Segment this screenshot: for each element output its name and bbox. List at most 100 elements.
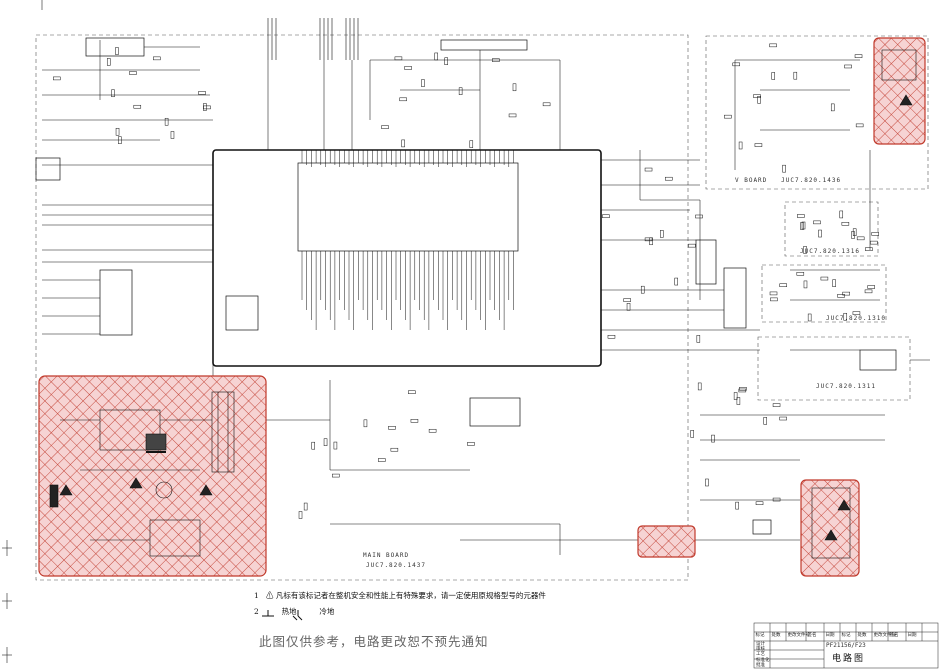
passive-component — [421, 79, 425, 87]
passive-component — [757, 96, 761, 104]
v-board-code: JUC7.820.1436 — [781, 177, 842, 184]
passive-component — [388, 426, 396, 430]
passive-component — [129, 71, 137, 75]
title-block-header-cell: 更改文件号 — [787, 633, 811, 638]
passive-component — [644, 237, 653, 242]
passive-component — [298, 511, 303, 519]
passive-component — [738, 388, 747, 393]
passive-component — [378, 458, 386, 462]
passive-component — [807, 313, 812, 322]
passive-component — [705, 478, 709, 487]
passive-component — [623, 298, 631, 302]
title-block-row-label: 标准化 — [756, 657, 770, 663]
passive-component — [111, 89, 115, 98]
disclaimer-text: 此图仅供参考，电路更改恕不预先通知 — [259, 634, 489, 649]
passive-component — [867, 285, 875, 289]
passive-component — [736, 397, 741, 405]
passive-component — [820, 276, 829, 281]
passive-components — [53, 43, 879, 519]
passive-component — [640, 285, 645, 294]
passive-component — [797, 214, 805, 218]
note-1-number: 1 — [254, 591, 259, 600]
passive-component — [769, 43, 777, 48]
passive-component — [53, 76, 61, 81]
passive-component — [772, 497, 781, 502]
board-label-1311: JUC7.820.1311 — [816, 383, 876, 390]
note-2-cold-ground: 冷地 — [319, 607, 335, 616]
passive-component — [512, 83, 517, 92]
passive-component — [770, 297, 778, 302]
passive-component — [311, 441, 315, 450]
passive-component — [837, 294, 845, 298]
passive-component — [843, 312, 848, 321]
title-block-header-cell: 处数 — [771, 633, 781, 638]
passive-component — [401, 139, 405, 148]
passive-component — [203, 105, 211, 110]
passive-component — [118, 136, 122, 144]
passive-component — [763, 417, 767, 425]
passive-component — [793, 71, 798, 80]
passive-component — [333, 441, 338, 450]
note-1-text: ⚠ 凡标有该标记者在整机安全和性能上有特殊要求，请一定使用原规格型号的元器件 — [265, 591, 546, 600]
passive-component — [856, 236, 865, 241]
passive-component — [607, 334, 616, 339]
passive-component — [688, 243, 696, 248]
passive-component — [434, 52, 438, 61]
passive-component — [864, 289, 873, 294]
passive-component — [830, 103, 835, 112]
passive-component — [755, 501, 764, 505]
passive-component — [508, 113, 517, 118]
passive-component — [115, 127, 120, 136]
passive-component — [855, 123, 864, 128]
passive-component — [458, 87, 463, 95]
passive-component — [697, 382, 702, 391]
passive-component — [492, 58, 500, 62]
passive-component — [871, 232, 879, 236]
passive-component — [323, 438, 328, 446]
title-block-row-label: 设计 — [756, 642, 765, 647]
passive-component — [852, 311, 861, 315]
passive-component — [839, 210, 844, 219]
passive-component — [332, 473, 340, 478]
passive-component — [404, 66, 412, 70]
passive-component — [602, 214, 610, 218]
passive-component — [303, 502, 308, 511]
ground-symbols — [262, 610, 303, 621]
passive-component — [818, 229, 822, 238]
passive-component — [394, 56, 403, 61]
passive-component — [841, 222, 850, 226]
passive-component — [865, 247, 873, 251]
passive-component — [203, 103, 207, 111]
passive-component — [696, 335, 701, 343]
main-board-outline — [35, 34, 689, 581]
passive-component — [674, 277, 678, 286]
passive-component — [690, 430, 694, 438]
passive-component — [724, 114, 732, 119]
passive-component — [711, 434, 715, 443]
passive-component — [772, 403, 781, 407]
passive-component — [542, 102, 551, 107]
passive-component — [363, 419, 368, 428]
ic-pins — [301, 150, 514, 330]
passive-component — [198, 91, 206, 95]
passive-component — [665, 176, 673, 181]
passive-component — [644, 167, 653, 172]
note-2-number: 2 — [254, 607, 259, 616]
passive-component — [769, 291, 778, 296]
title-block-row-label: 审核 — [756, 647, 765, 653]
passive-component — [732, 62, 741, 67]
passive-component — [753, 94, 761, 98]
passive-component — [390, 447, 399, 452]
title-block-header-cell: 处数 — [857, 633, 867, 638]
passive-component — [754, 143, 763, 147]
main-board-code: JUC7.820.1437 — [366, 562, 426, 569]
passive-component — [796, 272, 805, 276]
title-block-row-label: 工艺 — [756, 652, 765, 658]
hazard-regions — [38, 37, 926, 577]
title-block-header-cell: 签名 — [807, 633, 817, 638]
power-supply-parts — [49, 391, 235, 557]
passive-component — [803, 280, 808, 289]
passive-component — [115, 47, 119, 55]
passive-component — [813, 220, 821, 225]
